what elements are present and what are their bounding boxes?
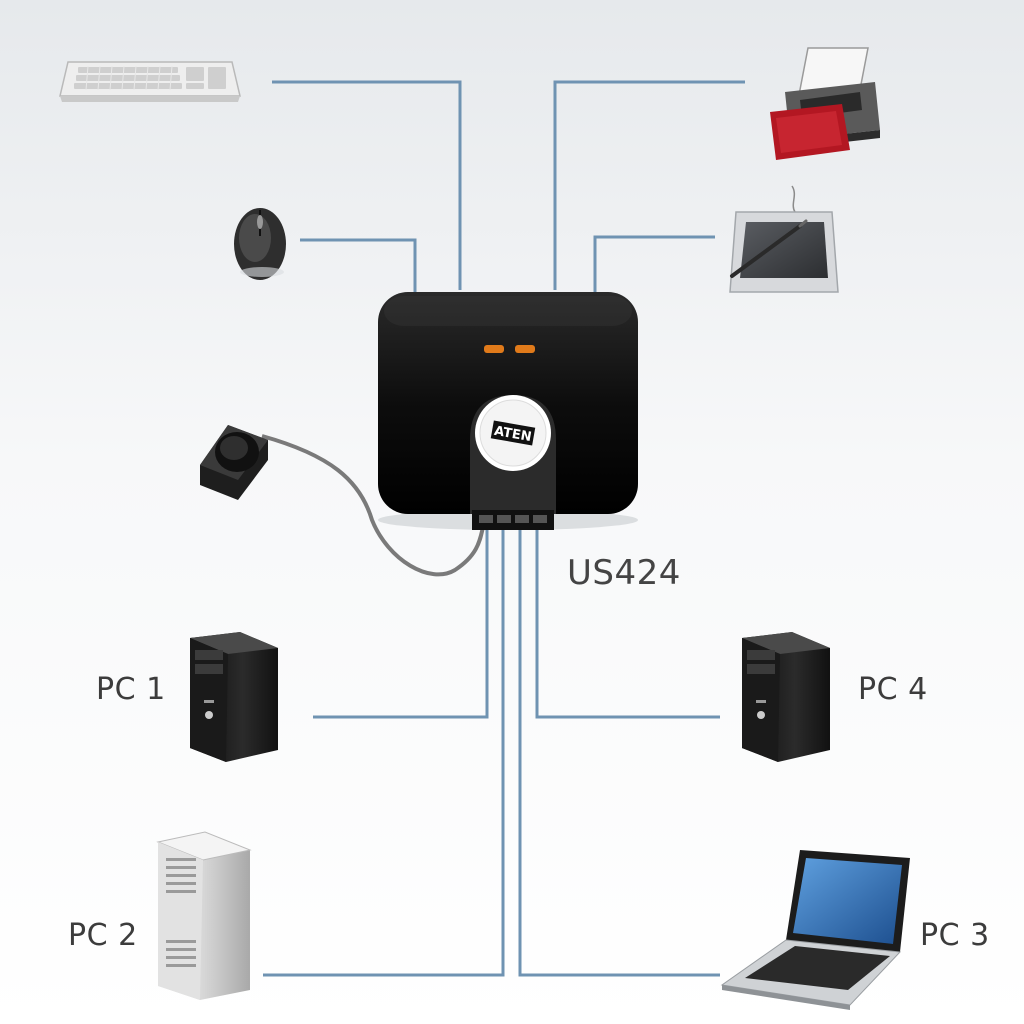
mouse-cable (300, 238, 417, 295)
remote-port-selector-icon (200, 425, 268, 500)
tablet-cable (593, 235, 715, 295)
device-logo-text: ATEN (493, 424, 533, 445)
laptop-icon (720, 850, 910, 1010)
workstation-tower-icon (156, 831, 252, 1000)
pc3-label: PC 3 (920, 918, 990, 953)
led-left (484, 345, 504, 353)
pc2-cable (263, 527, 505, 977)
drawing-tablet-icon (729, 185, 839, 293)
keyboard-cable (272, 80, 462, 290)
pc1-label: PC 1 (96, 672, 166, 707)
pc3-cable (518, 527, 720, 977)
us424-switch: ATEN (378, 292, 638, 530)
printer-icon (770, 47, 880, 160)
pc4-cable (535, 527, 720, 719)
keyboard-icon (59, 61, 241, 102)
remote-selector-cord (261, 434, 485, 577)
cables (263, 80, 745, 977)
desktop-tower-icon (742, 632, 830, 762)
model-label: US424 (567, 553, 681, 593)
printer-cable (553, 80, 745, 290)
desktop-tower-icon (190, 632, 278, 762)
pc2-label: PC 2 (68, 918, 138, 953)
mouse-icon (234, 208, 286, 280)
pc4-label: PC 4 (858, 672, 928, 707)
pc1-cable (313, 527, 489, 719)
led-right (515, 345, 535, 353)
